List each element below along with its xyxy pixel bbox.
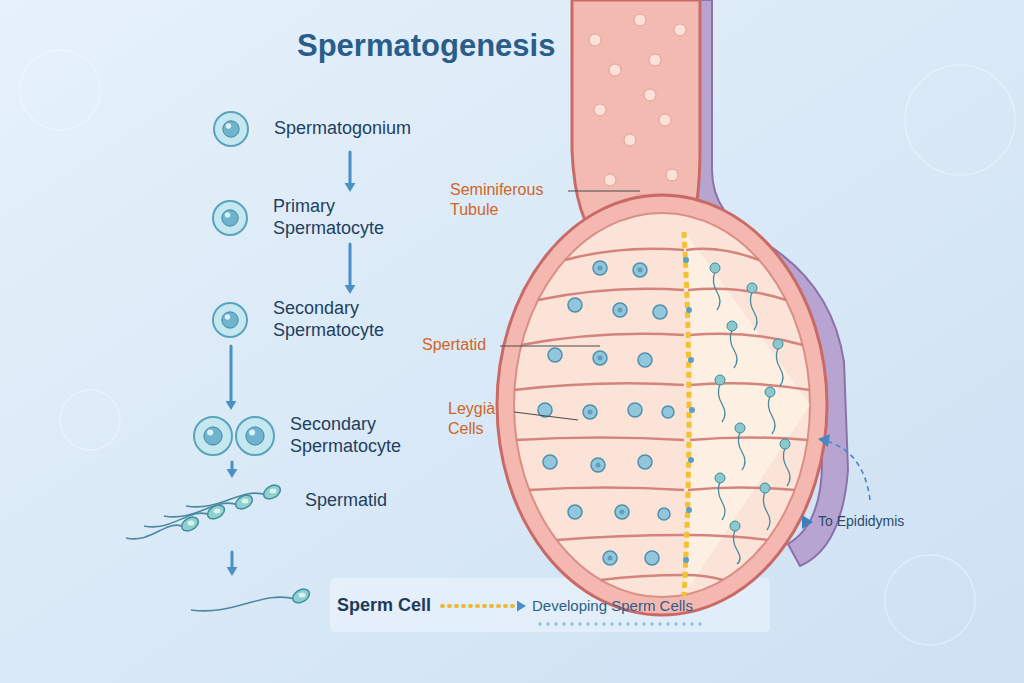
step-node: Sperm Cell [185,580,436,632]
flow-arrow [442,601,526,612]
sperm-heads [710,263,790,531]
cell-icon [192,415,276,457]
step-node: Secondary Spermatocyte [192,414,424,458]
part-label: Leygià Cells [446,398,518,440]
step-node: Spermatid [120,482,392,548]
step-node: Secondary Spermatocyte [211,298,407,342]
rete-testis [684,232,689,596]
arrowhead [227,469,238,478]
step-label: Spermatogonium [274,118,411,140]
diagram-title: Spermatogenesis [297,28,555,64]
step-node: Primary Spermatocyte [211,196,407,240]
flow-arrow [227,552,238,576]
node-text-group: Sperm Cell [337,595,431,617]
connector-line [230,346,233,402]
node-text-group: Primary Spermatocyte [273,196,403,239]
arrowhead [517,601,526,612]
connector-line [231,462,234,470]
node-text-group: Spermatid [305,482,387,512]
epididymis-arrow [826,441,870,500]
arrowhead [345,183,356,192]
node-text-group: Secondary Spermatocyte [273,298,403,341]
connector-line [349,244,352,286]
tubule-nuclei [588,266,643,561]
connector-line [442,604,518,608]
dotted-underline [538,622,702,626]
flow-arrow [227,462,238,478]
sperm-tails [713,272,790,564]
testis-interior [514,213,810,597]
arrowhead [226,401,237,410]
right-lobules [684,230,810,595]
step-label: Sperm Cell [337,595,431,617]
tubule-cells [538,261,674,565]
cord-texture [589,14,686,206]
epididymis-arrowhead [818,434,830,447]
arrowhead [345,285,356,294]
connector-line [231,552,234,568]
cell-icon [211,199,249,237]
flow-arrow [345,244,356,294]
arrowhead [227,567,238,576]
flow-arrow [226,346,237,410]
pointer-triangle [802,515,813,529]
rete-dots [683,257,695,563]
step-node: Spermatogonium [212,110,416,148]
tunica-albuginea [497,195,827,615]
cell-icon [185,580,315,632]
part-label: Spertatid [420,334,488,356]
part-label: Seminiferous Tubule [448,179,570,221]
connector-line [349,152,352,184]
node-text-group: Spermatogonium [274,118,411,140]
node-text-group: Developing Sperm Cells [532,597,693,615]
flow-arrow [345,152,356,192]
node-text-group: Secondary Spermatocyte [290,414,420,457]
step-node: Developing Sperm Cells [532,597,697,615]
cell-icon [212,110,250,148]
cell-icon [211,301,249,339]
step-label: Spermatid [305,490,387,512]
leader-lines [500,191,640,420]
step-label: Primary Spermatocyte [273,196,403,239]
step-label: Developing Sperm Cells [532,597,693,615]
cell-icon [120,482,285,548]
note-label: To Epididymis [818,513,904,529]
background-swirls [20,50,1015,645]
step-label: Secondary Spermatocyte [273,298,403,341]
lobule-septa [514,249,810,580]
step-label: Secondary Spermatocyte [290,414,420,457]
